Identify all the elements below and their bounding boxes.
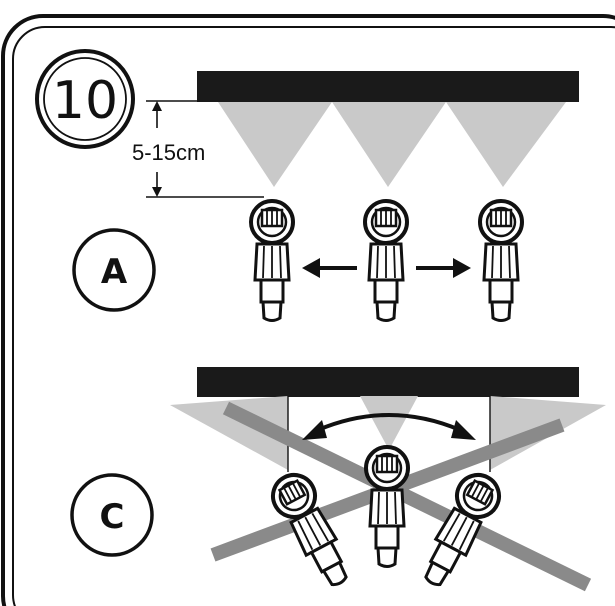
spray-nozzle-icon [413,468,506,593]
spray-nozzle-icon [364,445,410,569]
distance-dimension: 5-15cm [132,100,264,198]
step-number-badge: 10 [35,49,135,149]
step-number: 10 [52,71,118,131]
outer-frame [1,14,615,606]
panel-correct: 5-15cm A [72,71,579,323]
panel-label: A [101,252,128,292]
panel-label-badge: C [70,473,154,557]
spray-nozzle-icon [478,199,524,323]
distance-label: 5-15cm [132,140,205,165]
panel-incorrect: C [70,367,606,593]
spray-cone [446,102,566,187]
arrow-right-icon [416,258,471,278]
panel-label: C [100,497,125,537]
spray-nozzle-icon [249,199,295,323]
spray-cone [170,396,288,470]
spray-cone [332,102,446,187]
swing-arrow-icon [302,413,476,440]
mounting-rail-top [197,71,579,102]
mounting-rail-bottom [197,367,579,397]
spray-nozzle-icon [363,199,409,323]
panel-label-badge: A [72,228,156,312]
arrow-left-icon [302,258,357,278]
spray-cone [218,102,332,187]
spray-cone [360,396,418,450]
